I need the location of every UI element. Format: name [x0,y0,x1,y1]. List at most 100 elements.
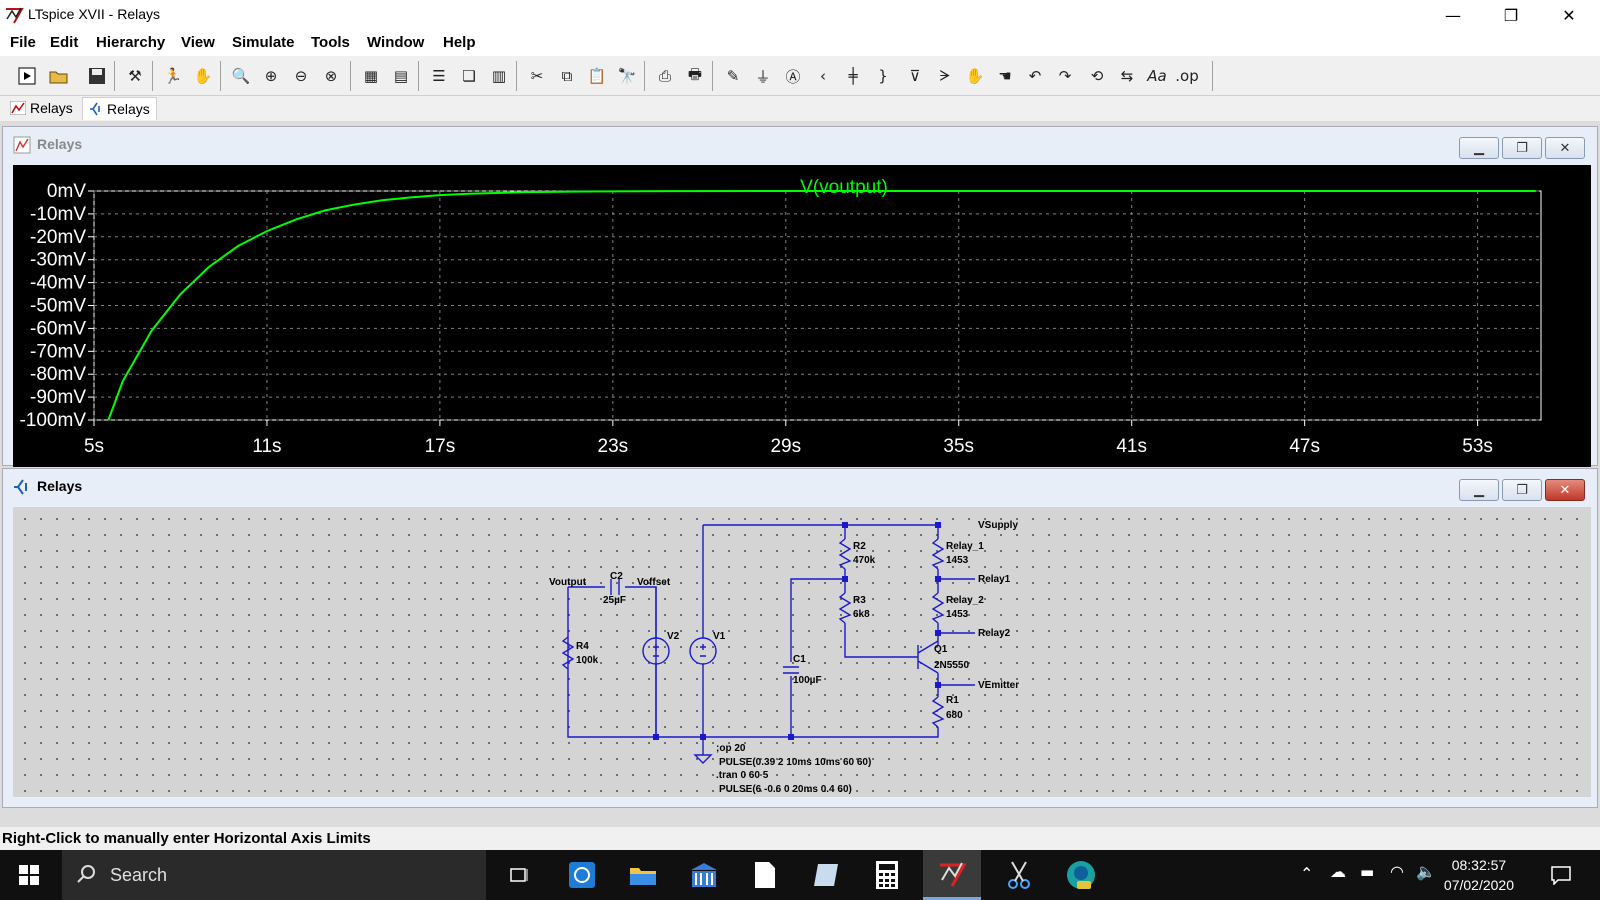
menu-view[interactable]: View [181,34,215,51]
waveform-close-button[interactable]: ✕ [1545,137,1585,159]
maximize-button[interactable]: ❐ [1482,0,1540,30]
wifi-icon[interactable]: ◠ [1390,862,1404,881]
bank-icon[interactable] [675,850,733,900]
notes-icon[interactable] [797,850,855,900]
zoom-out-icon[interactable]: ⊖ [294,67,308,85]
schematic-minimize-button[interactable]: ▁ [1459,479,1499,501]
menu-simulate[interactable]: Simulate [232,34,295,51]
label-voffset: Voffset [637,577,671,588]
tile-horizontal-icon[interactable]: ☰ [432,67,446,85]
onedrive-icon[interactable]: ☁ [1330,862,1346,881]
status-text: Right-Click to manually enter Horizontal… [2,830,371,847]
undo-icon[interactable]: ↶ [1028,67,1042,85]
directive-op[interactable]: ;op 20 [716,743,746,754]
find-icon[interactable]: 🔭 [617,67,637,85]
paste-icon[interactable]: 📋 [587,67,607,85]
capacitor-icon[interactable]: ╪ [848,67,858,85]
spice-directive-icon[interactable]: .op [1175,67,1199,85]
halt-icon[interactable]: ✋ [193,67,213,85]
clock-date: 07/02/2020 [1443,877,1514,893]
tab-waveform[interactable]: Relays [4,97,79,119]
label-relay2-value: 1453 [946,609,969,620]
snip-icon[interactable] [990,850,1048,900]
label-net-icon[interactable]: Ⓐ [785,67,801,86]
net-relay2: Relay2 [978,628,1011,639]
control-panel-icon[interactable]: ⚒ [128,67,142,85]
ltspice-icon[interactable] [923,850,981,900]
print-preview-icon[interactable]: ⎙ [658,67,671,85]
volume-icon[interactable]: 🔈 [1416,862,1436,881]
label-c1-value: 100µF [793,675,822,686]
schematic-close-button[interactable]: ✕ [1545,479,1585,501]
taskbar-search[interactable]: Search [62,850,486,900]
label-relay1-name: Relay_1 [946,541,984,552]
schematic-restore-button[interactable]: ❐ [1502,479,1542,501]
minimize-icon: — [1445,5,1461,25]
cascade-icon[interactable]: ❏ [462,67,476,85]
print-icon[interactable]: 🖶 [687,64,703,83]
windows-logo-icon [19,865,39,885]
label-relay2-name: Relay_2 [946,595,984,606]
tab-schematic[interactable]: Relays [82,97,157,120]
text-icon[interactable]: Aa [1147,67,1167,85]
sync-icon[interactable] [553,850,611,900]
zoom-in-icon[interactable]: 🔍 [231,67,251,85]
trace-voutput[interactable] [107,190,1536,421]
directive-pulse-v1[interactable]: PULSE(0.39 2 10ms 10ms 60 60) [719,757,871,768]
menu-window[interactable]: Window [367,34,425,51]
resistor-icon[interactable]: ‹ [820,67,826,85]
cut-icon[interactable]: ✂ [530,67,544,85]
drag-icon[interactable]: ☚ [998,67,1012,85]
calculator-icon[interactable] [858,850,916,900]
mirror-icon[interactable]: ⇆ [1120,67,1134,85]
close-button[interactable]: ✕ [1540,0,1598,30]
waveform-minimize-button[interactable]: ▁ [1459,137,1499,159]
inductor-icon[interactable]: } [878,67,888,85]
directive-pulse-v2[interactable]: PULSE(6 -0.6 0 20ms 0.4 60) [719,784,852,795]
minimize-button[interactable]: — [1424,0,1482,30]
trace-label[interactable]: V(voutput) [800,177,888,198]
component-icon[interactable]: ᗒ [939,67,951,85]
zoom-full-icon[interactable]: ⊕ [264,67,278,85]
chevron-up-icon[interactable]: ⌃ [1300,864,1314,883]
waveform-icon[interactable]: ▤ [393,67,409,85]
zoom-cancel-icon[interactable]: ⊗ [324,67,338,85]
schematic-drawing[interactable]: Voutput Voffset C2 25µF R4 100k V2 V1 R2… [13,507,1591,797]
task-view-icon[interactable] [490,850,548,900]
clock[interactable]: 08:32:57 07/02/2020 [1444,855,1514,895]
file-explorer-icon[interactable] [614,850,672,900]
diode-icon[interactable]: ⊽ [909,67,921,85]
open-icon[interactable] [46,63,72,89]
autorange-icon[interactable]: ▦ [363,67,379,85]
redo-icon[interactable]: ↷ [1058,67,1072,85]
notifications-icon[interactable] [1532,850,1590,900]
directive-tran[interactable]: .tran 0 60 5 [716,770,769,781]
menu-hierarchy[interactable]: Hierarchy [96,34,166,51]
maximize-icon: ❐ [1503,5,1519,25]
rotate-icon[interactable]: ⟲ [1090,67,1104,85]
edge-dev-icon[interactable] [1052,850,1110,900]
net-relay1: Relay1 [978,574,1011,585]
start-button[interactable] [0,850,58,900]
draw-wire-icon[interactable]: ✎ [726,67,740,85]
copy-icon[interactable]: ⧉ [561,67,573,85]
menu-help[interactable]: Help [443,34,476,51]
ground-icon[interactable]: ⏚ [755,67,771,86]
search-placeholder: Search [110,865,168,885]
tile-vertical-icon[interactable]: ▥ [491,67,507,85]
waveform-restore-button[interactable]: ❐ [1502,137,1542,159]
battery-icon[interactable]: ▬ [1360,863,1375,881]
menu-edit[interactable]: Edit [50,34,79,51]
schematic-canvas[interactable]: Voutput Voffset C2 25µF R4 100k V2 V1 R2… [13,507,1591,797]
menu-file[interactable]: File [10,34,36,51]
save-icon[interactable] [84,63,110,89]
y-tick-label: -70mV [30,341,86,362]
menu-tools[interactable]: Tools [311,34,350,51]
move-icon[interactable]: ✋ [965,67,985,85]
new-schematic-icon[interactable] [14,63,40,89]
run-icon[interactable]: 🏃 [163,67,183,85]
document-icon[interactable] [736,850,794,900]
